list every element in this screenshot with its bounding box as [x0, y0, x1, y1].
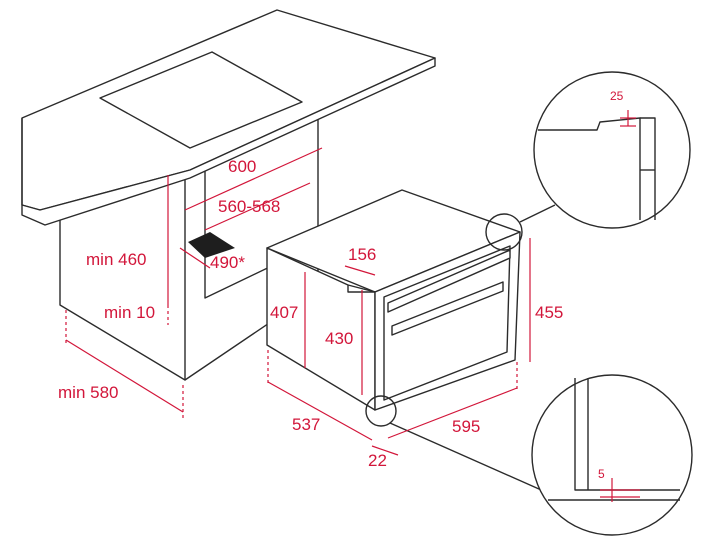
- dim-560-568-label: 560-568: [218, 197, 280, 216]
- dim-537-label: 537: [292, 415, 320, 434]
- dim-22-line: [371, 445, 399, 456]
- dim-455-label: 455: [535, 303, 563, 322]
- oven-door: [383, 245, 511, 401]
- dim-min580-label: min 580: [58, 383, 118, 402]
- oven: [266, 189, 521, 411]
- detail-top: [533, 71, 691, 229]
- detail-markers: [365, 204, 556, 494]
- dim-430-label: 430: [325, 329, 353, 348]
- dim-595-label: 595: [452, 417, 480, 436]
- dimension-labels: 600 560-568 490* min 460 min 10 min 580 …: [58, 89, 624, 481]
- dim-600-line: [184, 147, 323, 211]
- detail-top-panel: [640, 117, 656, 220]
- dim-407-label: 407: [270, 303, 298, 322]
- detail-top-profile: [538, 117, 641, 220]
- detail-circle-bottom: [531, 374, 693, 536]
- dim-156-line: [344, 265, 376, 276]
- oven-handle: [391, 281, 504, 336]
- detail-5-label: 5: [598, 467, 605, 481]
- dim-min10-label: min 10: [104, 303, 155, 322]
- countertop: [21, 9, 436, 226]
- dim-min580-line: [65, 339, 184, 413]
- detail-circle-top: [533, 71, 691, 229]
- oven-step: [347, 284, 376, 293]
- dim-595-line: [387, 387, 518, 439]
- dim-600-label: 600: [228, 157, 256, 176]
- ventilation-slot: [188, 232, 235, 258]
- oven-control-panel: [387, 249, 511, 313]
- dim-22-label: 22: [368, 451, 387, 470]
- dim-560-568-line: [204, 182, 311, 231]
- detail-bottom: [531, 374, 693, 536]
- dimension-lines: [65, 147, 531, 456]
- detail-bottom-profile: [574, 378, 680, 491]
- detail-25-label: 25: [610, 89, 624, 103]
- dim-490-line: [179, 247, 211, 269]
- detail-leader-top: [519, 204, 556, 223]
- dim-537-line: [267, 381, 373, 441]
- detail-leader-bottom: [389, 422, 549, 494]
- detail-marker-bottom: [365, 395, 397, 427]
- hob: [99, 51, 303, 149]
- dim-min460-label: min 460: [86, 250, 146, 269]
- dim-490-label: 490*: [210, 253, 245, 272]
- detail-marker-top: [485, 213, 523, 251]
- dim-156-label: 156: [348, 245, 376, 264]
- countertop-edge: [21, 57, 436, 226]
